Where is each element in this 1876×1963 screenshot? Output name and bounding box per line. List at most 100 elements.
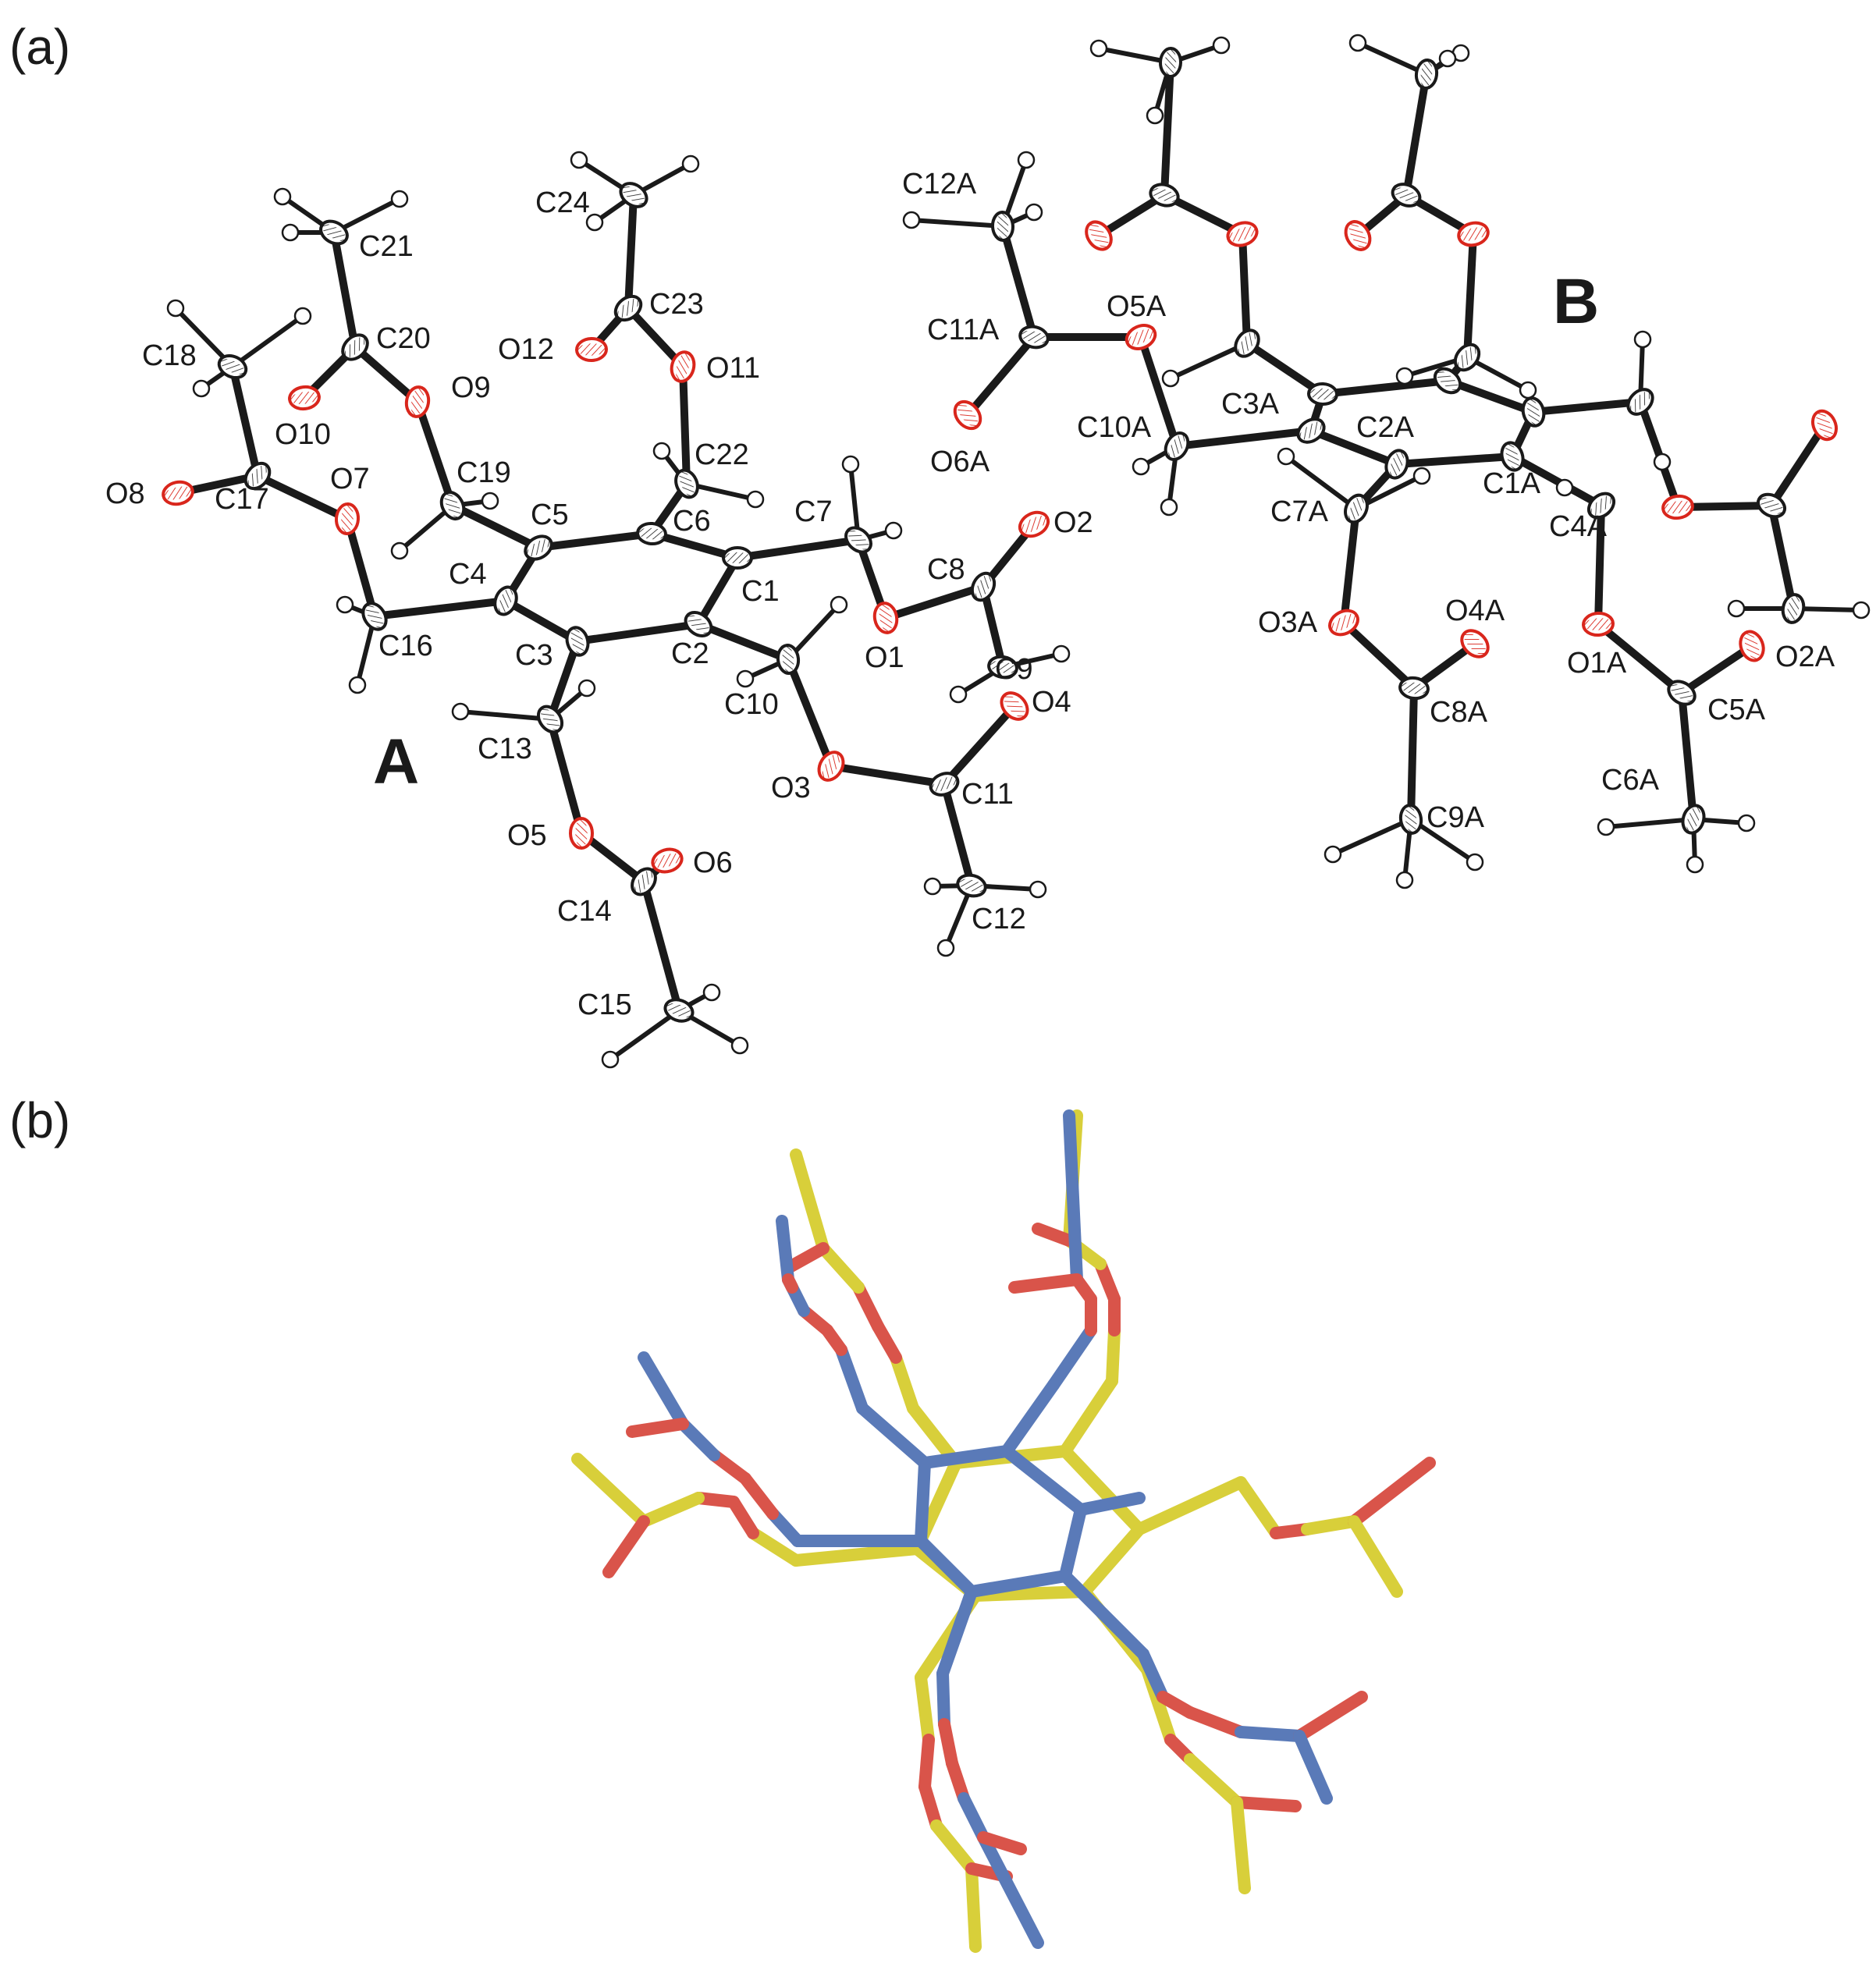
carbon-atom-cb4 <box>1307 382 1338 406</box>
atom-label-c11a: C11A <box>927 314 1000 346</box>
carbon-atom-c5a <box>1667 680 1697 706</box>
stick-bond-64 <box>782 1273 798 1294</box>
panel-b-label: (b) <box>9 1092 70 1148</box>
hydrogen-atom-c10-2 <box>830 595 848 614</box>
hydrogen-atom-c12a-39 <box>902 211 921 229</box>
bond-cb5-cb6 <box>1444 377 1537 416</box>
hydrogen-atom-c18-20 <box>166 299 185 318</box>
oxygen-atom-o7 <box>334 502 361 535</box>
oxygen-atom-o6a <box>953 399 982 431</box>
atom-label-o7: O7 <box>330 463 370 495</box>
hydrogen-atom-c16-7 <box>348 676 367 694</box>
stick-bond-58 <box>856 1402 931 1469</box>
hydrogen-atom-c6a-53 <box>1597 818 1615 836</box>
bond-c2a-c3a <box>1307 427 1401 468</box>
stick-bond-52 <box>1000 1379 1060 1457</box>
carbon-atom-c11 <box>929 772 960 797</box>
atom-label-c10: C10 <box>724 688 779 721</box>
atom-label-c16: C16 <box>378 630 433 662</box>
hydrogen-atom-cb22-35 <box>1519 381 1537 399</box>
hydrogen-atom-c9a-50 <box>1324 845 1342 864</box>
atom-label-c4a: C4A <box>1549 510 1608 543</box>
hydrogen-atom-c6a-55 <box>1737 814 1756 832</box>
atom-label-o8: O8 <box>105 477 145 510</box>
bond-c16-o7 <box>343 515 378 620</box>
carbon-atom-cb6 <box>1521 396 1546 428</box>
carbon-atom-c4 <box>493 585 518 616</box>
hydrogen-atom-cb31-49 <box>1852 601 1871 619</box>
bond-c11-c12 <box>940 780 975 889</box>
hydrogen-atom-c22-10 <box>652 442 671 460</box>
stick-bond-66 <box>1059 1570 1149 1660</box>
carbon-atom-cb19 <box>1149 183 1180 208</box>
oxygen-atom-ob23 <box>1457 221 1490 247</box>
bond-c14-c15 <box>640 878 683 1014</box>
bond-c20-c21 <box>330 229 359 351</box>
oxygen-atom-ob28 <box>1661 494 1694 520</box>
stick-bond-43 <box>638 1492 705 1528</box>
bond-o3a-c8a <box>1340 619 1418 692</box>
atom-label-o6: O6 <box>693 847 733 879</box>
carbon-atom-c4a <box>1586 492 1616 520</box>
stick-bond-79 <box>977 1831 1027 1855</box>
hydrogen-atom-c15-18 <box>730 1036 749 1055</box>
bond-c2-c10 <box>695 620 792 663</box>
hydrogen-atom-c18-21 <box>293 307 312 325</box>
stick-bond-56 <box>1063 1109 1083 1286</box>
molecule-B-label: B <box>1553 266 1599 337</box>
stick-bond-7 <box>1106 1324 1121 1387</box>
atom-label-o1a: O1A <box>1567 647 1627 680</box>
oxygen-atom-o1 <box>872 602 899 634</box>
oxygen-atom-o2 <box>1018 510 1050 538</box>
stick-bond-63 <box>776 1215 794 1286</box>
stick-bond-24 <box>1348 1457 1436 1528</box>
panel-b-overlay: (b) <box>9 1092 1436 1953</box>
bond-c13-o5 <box>546 715 585 837</box>
stick-bond-49 <box>965 1570 1071 1598</box>
hydrogen-atom-c7-1 <box>884 521 903 540</box>
hydrogen-atom-c9a-51 <box>1395 871 1414 889</box>
carbon-atom-cb17 <box>1234 328 1260 358</box>
carbon-atom-c13 <box>536 705 564 734</box>
hydrogen-atom-c12a-40 <box>1017 151 1036 169</box>
atom-label-c1a: C1A <box>1483 467 1541 500</box>
hydrogen-atom-c7-0 <box>841 455 860 474</box>
heavy-atoms <box>162 47 1839 1023</box>
carbon-atom-cb5 <box>1433 367 1462 395</box>
hydrogen-atom-c6a-54 <box>1686 855 1704 874</box>
hydrogen-atom-c24-27 <box>681 154 700 173</box>
oxygen-atom-o3 <box>817 751 845 782</box>
bond-cb19-cb21 <box>1160 59 1174 199</box>
stick-bond-77 <box>958 1792 990 1844</box>
stick-bond-65 <box>1075 1492 1146 1516</box>
atom-label-c3: C3 <box>515 639 553 672</box>
stick-bond-51 <box>915 1457 931 1547</box>
atom-label-c6a: C6A <box>1601 764 1660 797</box>
atom-label-c17: C17 <box>215 483 269 516</box>
hydrogen-atom-cb27-37 <box>1653 453 1672 471</box>
atom-label-o6a: O6A <box>930 445 990 478</box>
oxygen-atom-ob18 <box>1226 221 1259 247</box>
h-bond-c13-4 <box>458 709 552 722</box>
bond-c5a-c6a <box>1678 689 1697 823</box>
hydrogen-atom-c19-9 <box>481 492 499 510</box>
hydrogen-atom-c21-24 <box>390 190 409 208</box>
carbon-atom-c8 <box>970 571 997 602</box>
hydrogen-atom-c9-12 <box>949 685 968 704</box>
atom-label-c6: C6 <box>673 505 711 538</box>
panel-a-label: (a) <box>9 19 70 75</box>
atom-label-c2: C2 <box>671 637 709 670</box>
stick-bond-53 <box>1047 1324 1097 1391</box>
oxygen-atom-o2a <box>1739 630 1765 662</box>
stick-bond-78 <box>977 1831 1044 1949</box>
bond-cb6-cb27 <box>1530 398 1644 416</box>
atom-label-c19: C19 <box>457 456 511 489</box>
bond-c19-o9 <box>414 398 457 509</box>
carbon-atom-cb27 <box>1626 388 1654 416</box>
atom-label-c21: C21 <box>359 230 414 263</box>
hydrogen-atom-c24-26 <box>570 151 588 169</box>
atom-label-o12: O12 <box>498 333 554 366</box>
hydrogen-atom-c12-15 <box>936 939 955 957</box>
atom-label-o2: O2 <box>1053 506 1093 539</box>
hydrogen-atom-cb31-48 <box>1727 599 1746 618</box>
